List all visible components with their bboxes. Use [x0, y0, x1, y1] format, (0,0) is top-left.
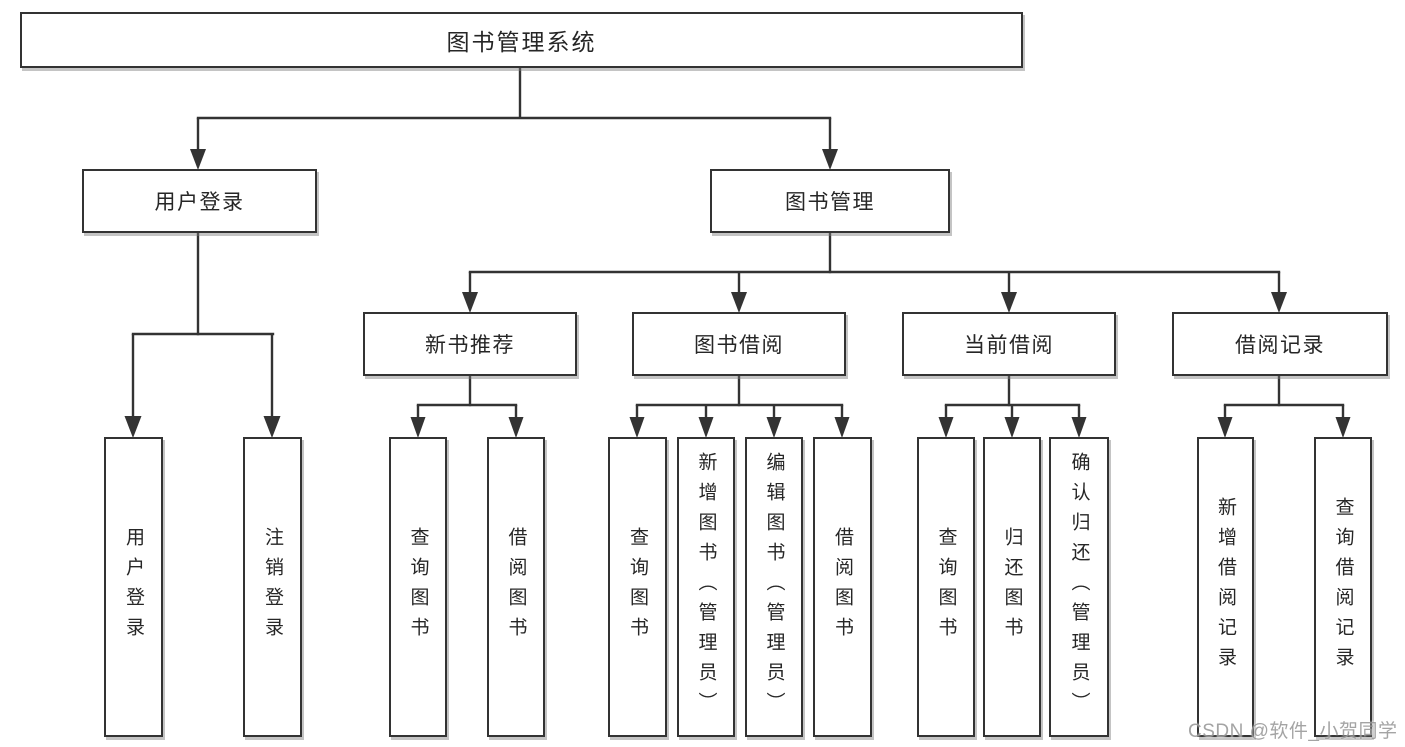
node-label: 当前借阅: [964, 334, 1054, 357]
node-current-borrow: 当前借阅: [902, 312, 1116, 376]
node-book-borrow: 图书借阅: [632, 312, 846, 376]
leaf-logout-login: 注销登录: [243, 437, 302, 737]
node-new-book-recommend: 新书推荐: [363, 312, 577, 376]
edge-user-login-to-leaves: [124, 231, 281, 438]
edge-book-borrow-to-leaves: [629, 375, 850, 438]
node-label: 新书推荐: [425, 334, 515, 357]
node-label: 图书借阅: [694, 334, 784, 357]
node-label: 归还图书: [1001, 527, 1023, 647]
node-label: 图书管理系统: [446, 29, 597, 55]
node-label: 查询借阅记录: [1332, 497, 1354, 677]
leaf-user-login: 用户登录: [104, 437, 163, 737]
edge-borrow-records-to-leaves: [1217, 375, 1351, 438]
node-label: 用户登录: [123, 527, 144, 647]
node-label: 查询图书: [627, 527, 648, 647]
node-label: 查询图书: [935, 527, 957, 647]
leaf-query-books-recommend: 查询图书: [389, 437, 447, 737]
leaf-query-books-borrow: 查询图书: [608, 437, 667, 737]
node-label: 借阅图书: [505, 527, 527, 647]
edge-book-management-to-level3: [462, 231, 1287, 313]
leaf-borrow-books-recommend: 借阅图书: [487, 437, 545, 737]
node-label: 确认归还（管理员）: [1068, 452, 1090, 722]
edge-new-books-to-leaves: [410, 375, 524, 438]
leaf-add-book-admin: 新增图书（管理员）: [677, 437, 735, 737]
leaf-edit-book-admin: 编辑图书（管理员）: [745, 437, 803, 737]
node-library-management-system: 图书管理系统: [20, 12, 1023, 68]
watermark-text: CSDN @软件_小贺同学: [1188, 721, 1398, 742]
leaf-query-books-current: 查询图书: [917, 437, 975, 737]
node-user-login: 用户登录: [82, 169, 317, 233]
node-borrow-records: 借阅记录: [1172, 312, 1388, 376]
node-label: 查询图书: [407, 527, 429, 647]
node-label: 用户登录: [154, 191, 245, 214]
leaf-add-borrow-record: 新增借阅记录: [1197, 437, 1254, 737]
node-label: 图书管理: [785, 191, 875, 214]
node-label: 新增借阅记录: [1215, 497, 1236, 677]
leaf-return-book: 归还图书: [983, 437, 1041, 737]
node-label: 编辑图书（管理员）: [763, 452, 785, 722]
node-label: 借阅记录: [1235, 334, 1325, 357]
leaf-borrow-books: 借阅图书: [813, 437, 872, 737]
node-label: 新增图书（管理员）: [695, 452, 717, 722]
node-label: 注销登录: [262, 527, 283, 647]
edge-root-to-level2: [190, 66, 838, 170]
leaf-query-borrow-record: 查询借阅记录: [1314, 437, 1372, 737]
edge-current-borrow-to-leaves: [938, 375, 1087, 438]
leaf-confirm-return-admin: 确认归还（管理员）: [1049, 437, 1109, 737]
node-book-management: 图书管理: [710, 169, 950, 233]
node-label: 借阅图书: [832, 527, 853, 647]
